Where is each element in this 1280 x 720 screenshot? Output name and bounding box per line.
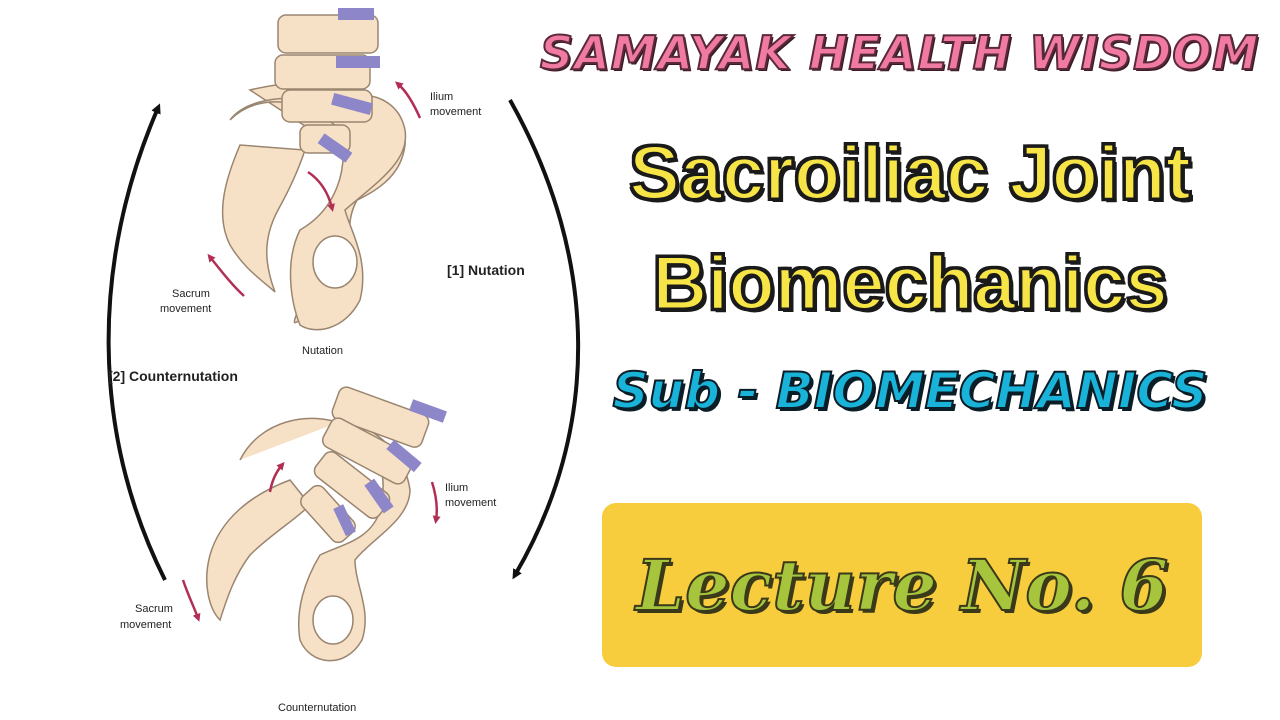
brand-title: SAMAYAK HEALTH WISDOM xyxy=(539,25,1260,81)
top-caption: Nutation xyxy=(302,345,343,357)
bottom-caption: Counternutation xyxy=(278,702,356,714)
top-ilium-label-line1: Ilium xyxy=(430,91,453,103)
counternutation-cycle-arrow xyxy=(106,103,167,581)
bottom-ilium-label-line2: movement xyxy=(445,497,496,509)
bottom-sacrum-label-line2: movement xyxy=(120,619,171,631)
sacroiliac-diagram: Ilium movement Sacrum movement Nutation … xyxy=(106,8,581,714)
title-line-2: Biomechanics xyxy=(651,241,1169,326)
lecture-number: Lecture No. 6 xyxy=(635,543,1169,628)
bottom-sacrum-label-line1: Sacrum xyxy=(135,603,173,615)
bottom-ilium-label-line1: Ilium xyxy=(445,482,468,494)
nutation-label: [1] Nutation xyxy=(447,262,525,278)
lecture-banner: Lecture No. 6 xyxy=(602,503,1202,667)
pelvis-counternutation-illustration xyxy=(181,386,447,662)
title-line-1: Sacroiliac Joint xyxy=(628,131,1193,216)
counternutation-label: [2] Counternutation xyxy=(108,368,238,384)
top-sacrum-label-line1: Sacrum xyxy=(172,288,210,300)
top-sacrum-label-line2: movement xyxy=(160,303,211,315)
subject-label: Sub - BIOMECHANICS xyxy=(612,361,1209,421)
pelvis-nutation-illustration xyxy=(207,8,422,331)
top-ilium-label-line2: movement xyxy=(430,106,481,118)
nutation-cycle-arrow xyxy=(508,99,581,580)
